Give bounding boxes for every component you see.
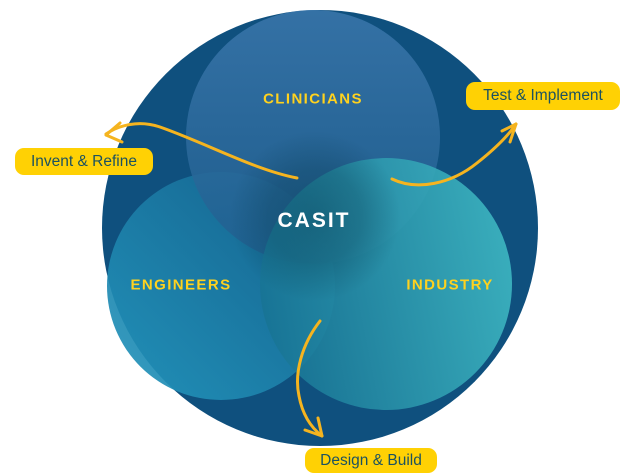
center-label-casit: CASIT bbox=[277, 209, 351, 232]
center-overlap-shade bbox=[230, 131, 400, 301]
circle-label-engineers: ENGINEERS bbox=[130, 276, 232, 294]
arrow-design-build bbox=[296, 319, 324, 438]
tag-invent-refine: Invent & Refine bbox=[15, 148, 153, 175]
circle-label-industry: INDUSTRY bbox=[406, 276, 494, 294]
tag-design-build: Design & Build bbox=[305, 448, 437, 473]
arrow-invent-refine bbox=[104, 121, 299, 180]
arrow-test-implement bbox=[390, 122, 518, 187]
circle-label-clinicians: CLINICIANS bbox=[263, 90, 363, 108]
tag-test-implement: Test & Implement bbox=[466, 82, 620, 110]
